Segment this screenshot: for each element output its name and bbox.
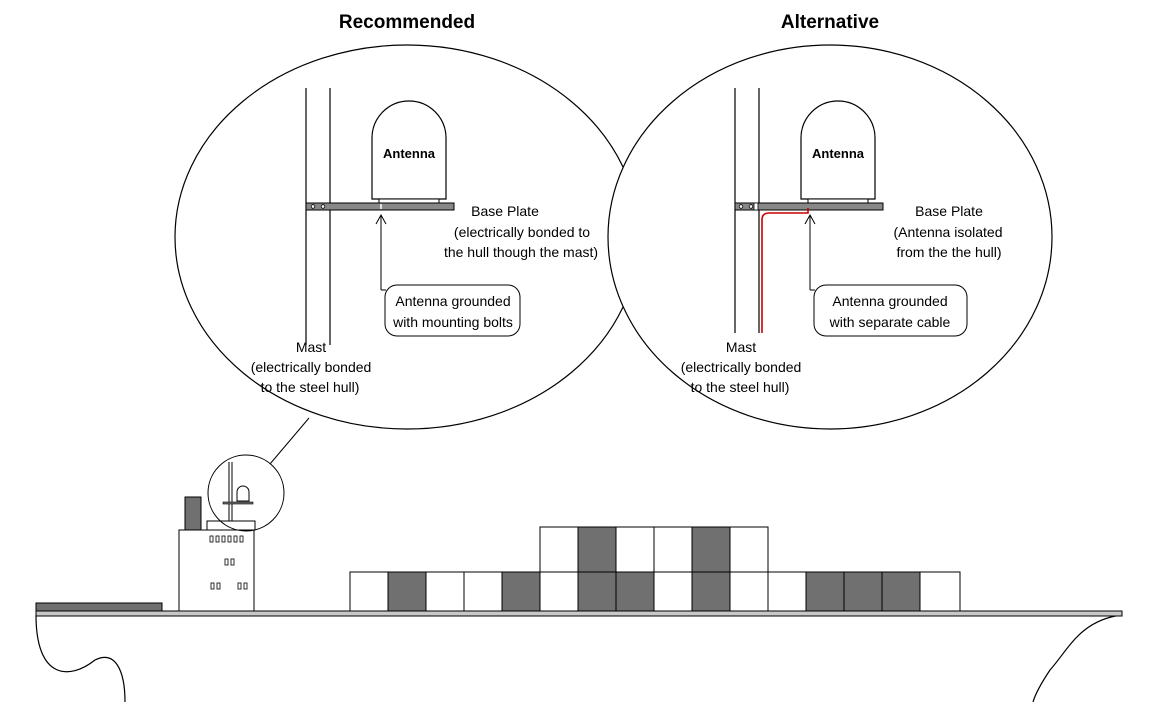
hull-bow-outline xyxy=(35,614,126,702)
mast-desc-2: to the steel hull) xyxy=(691,379,790,395)
mast-label: Mast xyxy=(296,339,326,355)
mounting-bolt xyxy=(320,204,326,209)
antenna-label: Antenna xyxy=(812,146,865,161)
mast-desc-2: to the steel hull) xyxy=(261,379,360,395)
mast-desc-1: (electrically bonded xyxy=(681,359,802,375)
recommended-contents: Antenna Antenna grounded with mounting b… xyxy=(251,88,598,395)
ship xyxy=(35,417,1123,702)
alternative-title: Alternative xyxy=(781,12,879,33)
base-plate-desc-1: (Antenna isolated xyxy=(894,224,1003,240)
isolation-gap xyxy=(753,202,759,211)
callout-box xyxy=(384,284,521,337)
callout-line-1: Antenna grounded xyxy=(832,293,947,309)
base-plate-desc-2: from the the hull) xyxy=(896,244,1001,260)
antenna-label: Antenna xyxy=(383,146,436,161)
hull-stern-outline xyxy=(1032,614,1123,702)
mounting-bolt xyxy=(310,204,316,209)
zoom-leader-line xyxy=(269,417,310,465)
callout-arrowhead xyxy=(804,213,816,225)
alternative-contents: Antenna Antenna grounded with separate c… xyxy=(681,88,1003,395)
antenna-radome xyxy=(800,100,876,200)
base-plate xyxy=(305,202,455,211)
funnel xyxy=(184,496,202,531)
deck xyxy=(35,610,1123,617)
base-plate-label: Base Plate xyxy=(471,203,539,219)
mast-label: Mast xyxy=(726,339,756,355)
superstructure xyxy=(178,529,255,612)
antenna-pedestal xyxy=(378,198,440,204)
ship-mast-with-antenna xyxy=(222,462,254,521)
base-plate-desc-1: (electrically bonded to xyxy=(454,224,590,240)
callout-line-2: with separate cable xyxy=(829,314,951,330)
base-plate-desc-2: the hull though the mast) xyxy=(444,244,598,260)
ground-cable xyxy=(761,208,809,333)
antenna-pedestal xyxy=(807,198,869,204)
callout-line-1: Antenna grounded xyxy=(395,293,510,309)
antenna-radome xyxy=(371,100,447,200)
recommended-title: Recommended xyxy=(339,12,475,33)
mounting-bolt xyxy=(748,204,754,209)
callout-arrowhead xyxy=(375,213,387,225)
mast-desc-1: (electrically bonded xyxy=(251,359,372,375)
container-stack xyxy=(349,526,961,612)
zoom-detail-circle xyxy=(207,454,285,532)
callout-box xyxy=(813,284,968,337)
callout-line-2: with mounting bolts xyxy=(392,314,513,330)
mounting-bolt xyxy=(738,204,744,209)
base-plate-label: Base Plate xyxy=(915,203,983,219)
bridge-windows xyxy=(209,535,248,590)
forecastle xyxy=(35,602,163,612)
bridge-deck xyxy=(206,520,256,531)
